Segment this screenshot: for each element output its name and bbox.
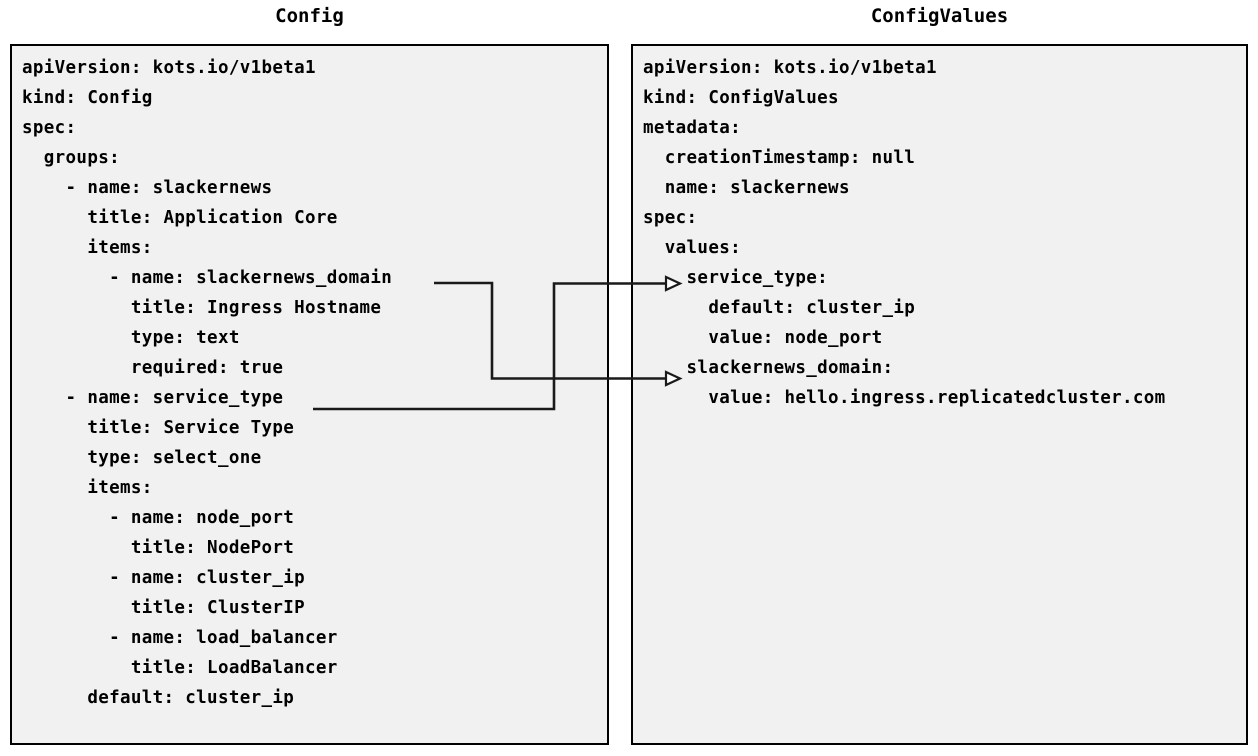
configvalues-panel-title: ConfigValues (870, 5, 1009, 27)
config-panel-title: Config (275, 5, 344, 27)
config-panel: apiVersion: kots.io/v1beta1 kind: Config… (10, 44, 609, 745)
config-yaml-code: apiVersion: kots.io/v1beta1 kind: Config… (22, 58, 393, 708)
configvalues-panel: apiVersion: kots.io/v1beta1 kind: Config… (631, 44, 1248, 745)
configvalues-yaml-code: apiVersion: kots.io/v1beta1 kind: Config… (643, 58, 1166, 408)
